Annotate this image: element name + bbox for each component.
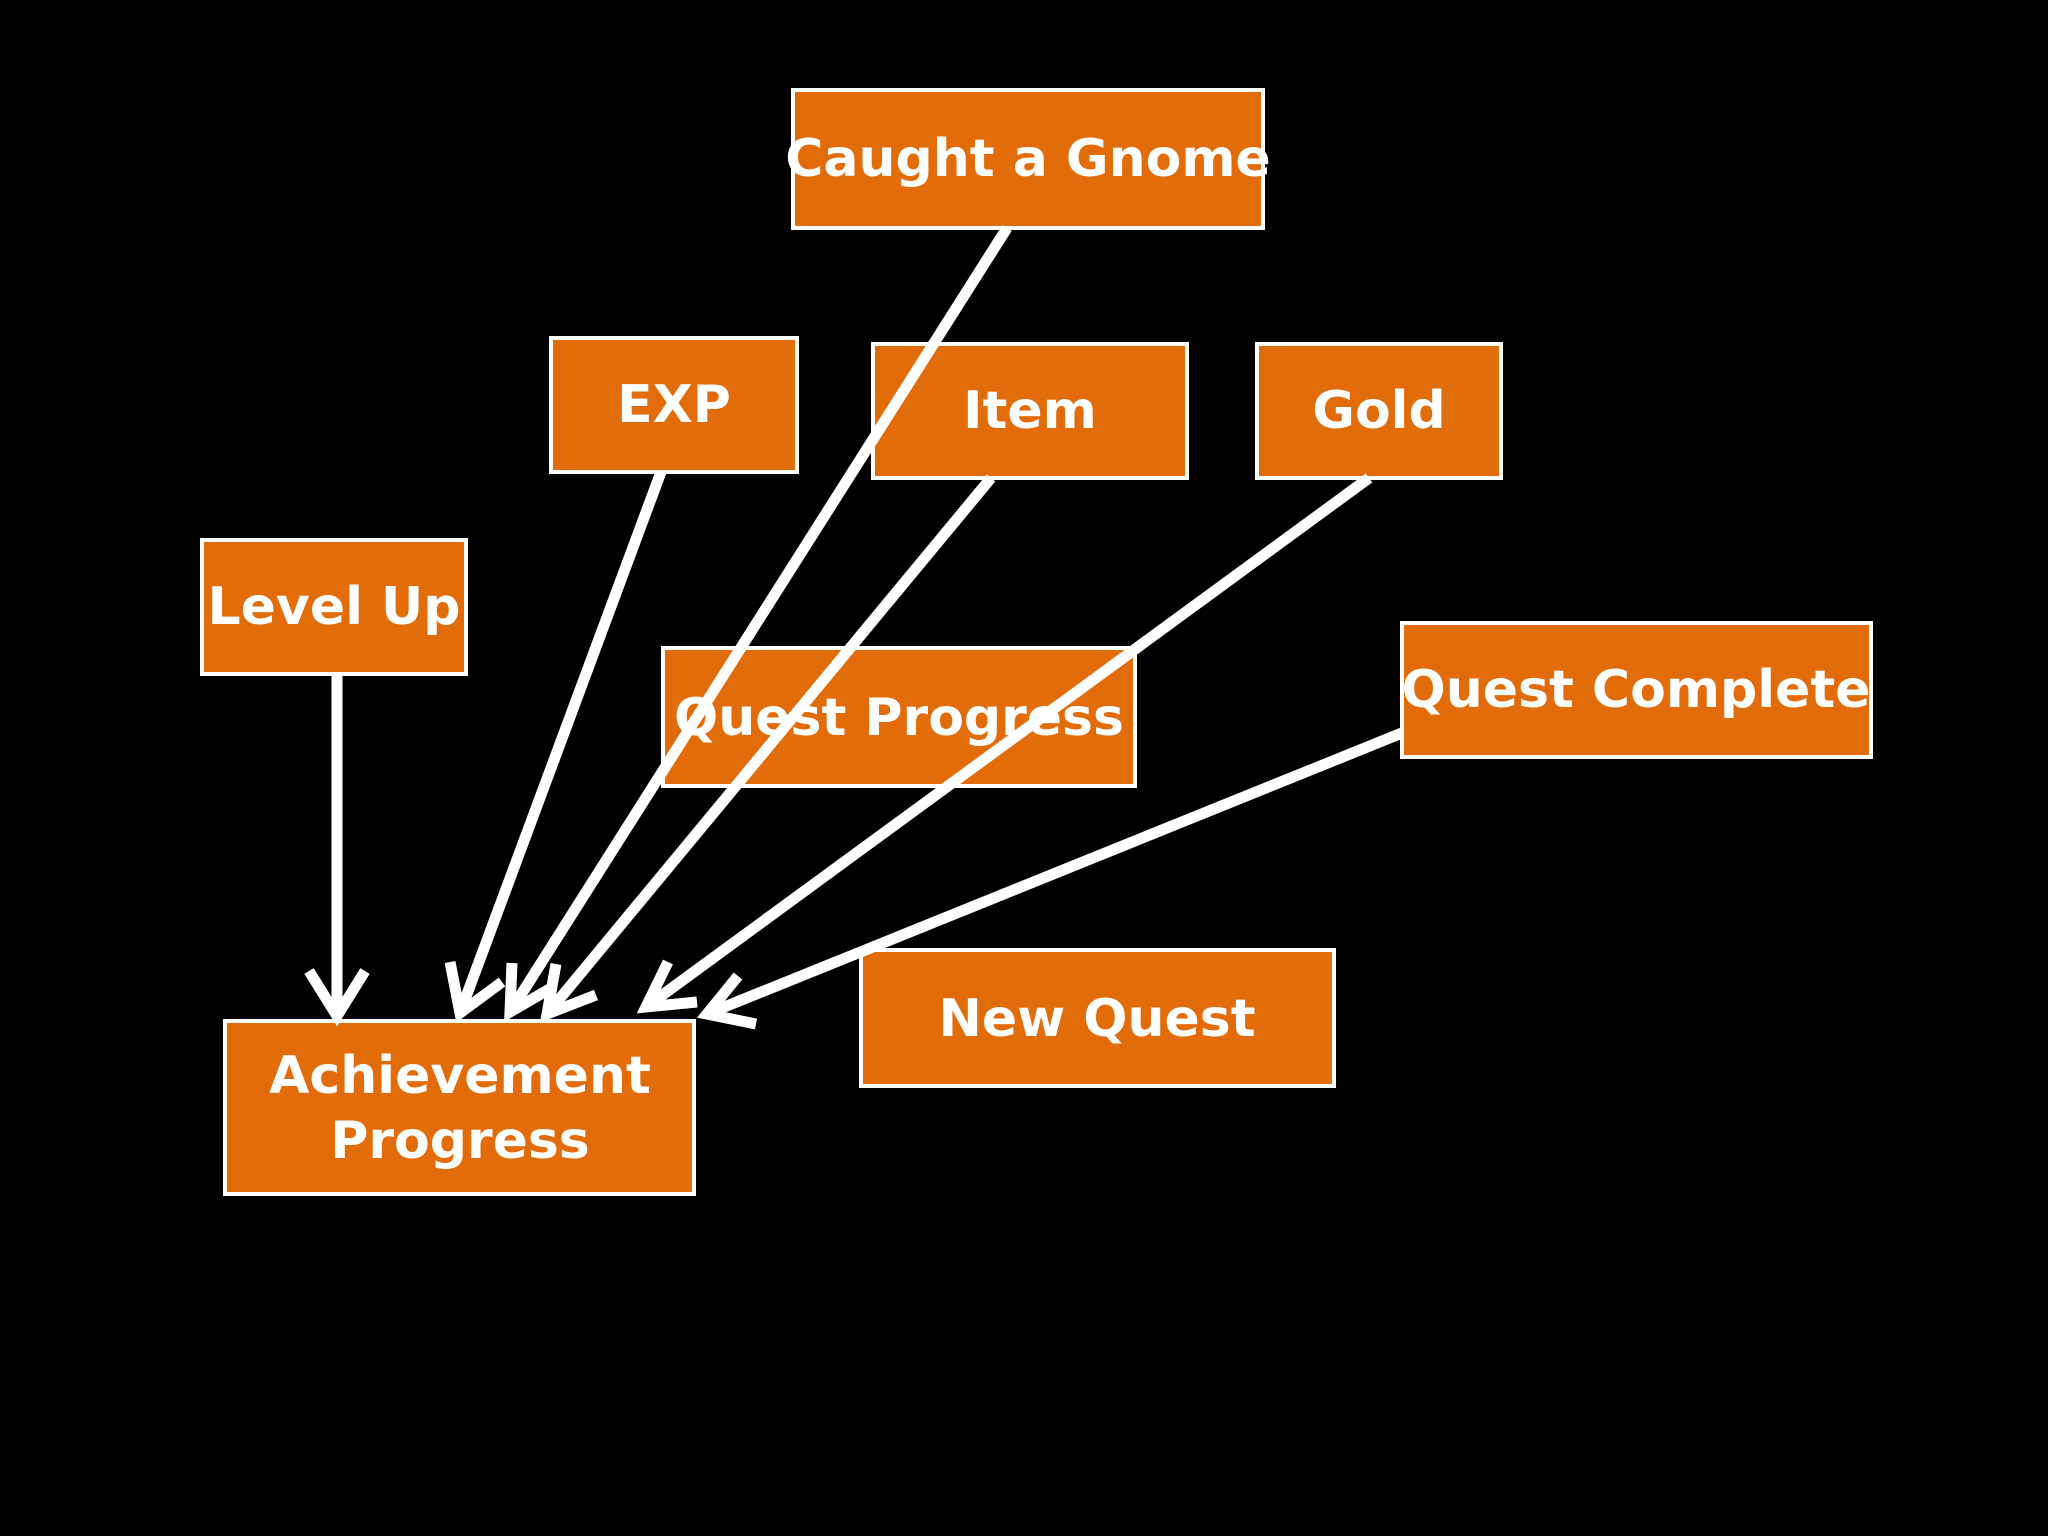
arrow-level-up-to-achievement [304,674,370,1027]
node-label: EXP [617,375,731,435]
node-quest-progress: Quest Progress [661,646,1137,788]
node-level-up: Level Up [200,538,468,676]
node-caught-a-gnome: Caught a Gnome [785,88,1271,230]
node-new-quest: New Quest [859,948,1336,1088]
node-box [661,646,1137,788]
node-box [791,88,1265,230]
node-exp: EXP [549,336,799,474]
node-label: Gold [1312,381,1445,441]
node-box [549,336,799,474]
node-label: Quest Progress [674,688,1124,748]
arrow-item-to-achievement [539,474,996,1023]
node-quest-complete: Quest Complete [1400,621,1873,759]
node-label: Caught a Gnome [785,129,1271,189]
arrow-gold-to-achievement [636,473,1373,1014]
node-label-line1: Achievement [269,1046,651,1106]
node-box [1255,342,1503,480]
node-label: Quest Complete [1402,660,1871,720]
node-label: New Quest [938,989,1255,1049]
arrow-quest-complete-to-achievement [696,727,1405,1030]
node-label: Item [963,381,1097,441]
node-box [223,1019,696,1196]
arrow-gnome-to-achievement [504,225,1012,1022]
node-gold: Gold [1255,342,1503,480]
node-achievement-progress: Achievement Progress [223,1019,696,1196]
node-label: Level Up [208,577,461,637]
node-box [859,948,1336,1088]
node-label-line2: Progress [330,1111,590,1171]
node-box [1400,621,1873,759]
arrow-exp-to-achievement [444,470,667,1023]
